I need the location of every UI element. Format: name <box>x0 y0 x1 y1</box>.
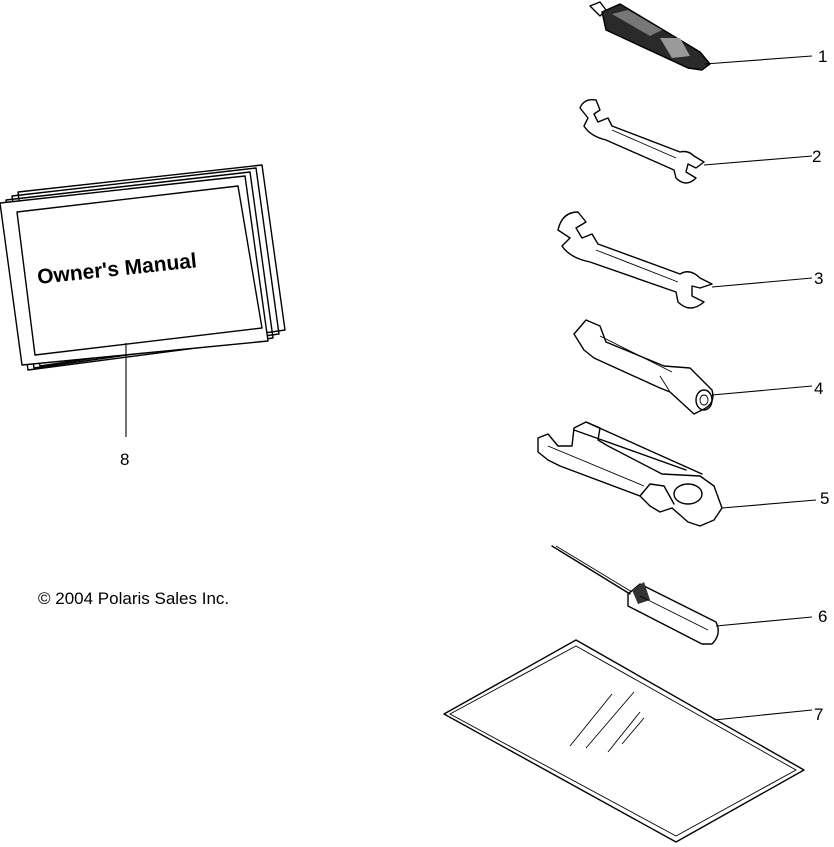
copyright-notice: © 2004 Polaris Sales Inc. <box>38 589 229 608</box>
tool-bracket-drawing: 5 <box>537 421 829 527</box>
callout-5: 5 <box>820 489 829 508</box>
callout-8: 8 <box>120 450 129 469</box>
tool-pouch-drawing: 7 <box>443 639 823 843</box>
callout-3: 3 <box>814 269 823 288</box>
socket-wrench-drawing: 4 <box>573 319 823 415</box>
driver-handle-drawing: 1 <box>589 1 827 71</box>
callout-7: 7 <box>814 705 823 724</box>
owners-manual-drawing: Owner's Manual 8 <box>0 164 286 469</box>
callout-6: 6 <box>818 607 827 626</box>
callout-1: 1 <box>818 47 827 66</box>
small-wrench-drawing: 2 <box>579 98 821 184</box>
large-wrench-drawing: 3 <box>557 211 823 309</box>
screwdriver-drawing: 6 <box>551 545 827 645</box>
callout-2: 2 <box>812 147 821 166</box>
callout-4: 4 <box>814 379 823 398</box>
